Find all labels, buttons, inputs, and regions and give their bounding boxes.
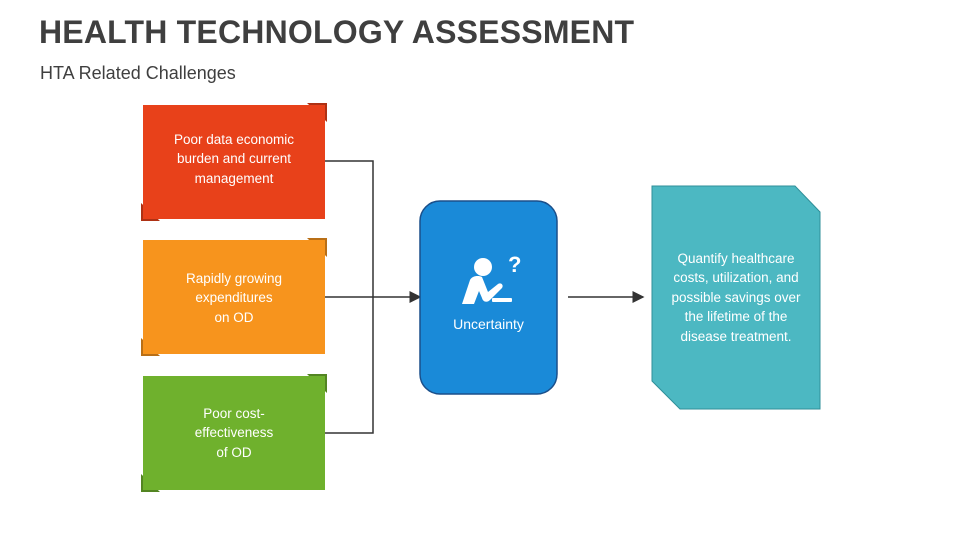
svg-text:?: ? <box>508 252 521 277</box>
connector-lines <box>325 160 645 434</box>
challenge-text-1: Poor data economic burden and current ma… <box>173 131 295 186</box>
challenge-box-3 <box>141 374 327 492</box>
challenge-text-2: Rapidly growing expenditures on OD <box>185 270 283 325</box>
page-title: HEALTH TECHNOLOGY ASSESSMENT <box>39 14 635 50</box>
challenge-box-3-body <box>143 376 325 490</box>
uncertainty-label: Uncertainty <box>453 316 524 332</box>
challenge-box-2 <box>141 238 327 356</box>
challenge-text-3: Poor cost- effectiveness of OD <box>194 405 274 460</box>
challenge-box-1-body <box>143 105 325 219</box>
page-subtitle: HTA Related Challenges <box>40 63 236 83</box>
challenge-box-1 <box>141 103 327 221</box>
outcome-text: Quantify healthcare costs, utilization, … <box>671 250 801 344</box>
outcome-box <box>651 185 821 410</box>
challenge-box-2-body <box>143 240 325 354</box>
person-question-icon: ? <box>462 252 521 304</box>
